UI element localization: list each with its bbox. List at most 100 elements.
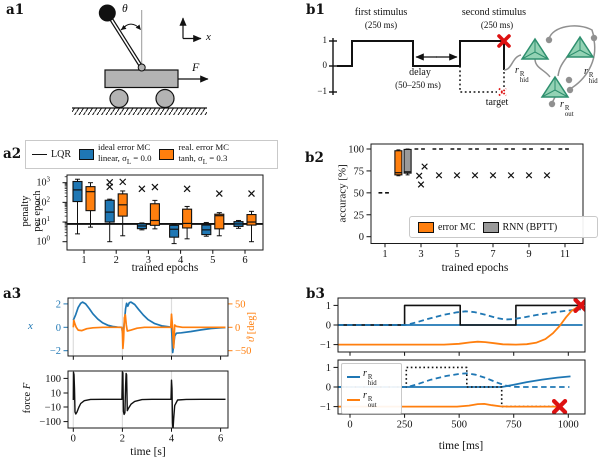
- outlier-x-marker: [183, 185, 191, 193]
- b3-bottom-x-tick-label: 250: [397, 420, 413, 431]
- a2-x-tick-label: 2: [114, 255, 119, 266]
- sigma-sub: L: [126, 157, 132, 166]
- b3-top-ticks: 10−1: [320, 301, 569, 356]
- legend-entry-rnn: RNN (BPTT): [482, 221, 557, 233]
- real-mc-line1: real. error MC: [178, 142, 230, 153]
- box-whisker-glyph: [117, 190, 128, 237]
- b3-top-y-tick-label: 0: [326, 321, 331, 332]
- lqr-label: LQR: [51, 149, 71, 160]
- legend-entry-ideal: ideal error MC linear, σL = 0.0: [79, 142, 151, 166]
- b2-y-tick-label: 50: [354, 188, 365, 199]
- chart-element: [106, 178, 114, 186]
- b2-y-tick-label: 75: [354, 166, 365, 177]
- b3-bottom-r-hid-dashed-curve: [338, 372, 570, 388]
- chart-element: [119, 178, 127, 186]
- panel-label-b2: b2: [305, 150, 324, 166]
- box-body: [104, 199, 115, 223]
- a3-right-tick-label: 50: [235, 299, 246, 310]
- label-base: r: [363, 390, 367, 402]
- rnn-swatch: [482, 221, 499, 233]
- a3-x-tick-label: 6: [218, 434, 223, 445]
- box-body: [394, 150, 403, 176]
- box-body: [72, 180, 83, 203]
- theta-label: θ: [122, 3, 128, 15]
- lqr-line-swatch: [32, 154, 47, 155]
- b2-x-tick-label: 7: [490, 249, 495, 260]
- a2-x-tick-label: 5: [210, 255, 215, 266]
- outlier-x-marker: [453, 172, 461, 179]
- first-stimulus-label: first stimulus: [354, 7, 408, 18]
- a3-x-tick-label: 2: [120, 434, 125, 445]
- b2-y-tick-label: 0: [359, 232, 364, 243]
- outlier-x-marker: [215, 190, 223, 197]
- synapse-dot: [565, 76, 573, 84]
- a2-x-tick-label: 4: [178, 255, 184, 266]
- neuron-triangles: [520, 34, 598, 108]
- outlier-x-marker: [417, 181, 425, 188]
- stimulus-step-trace: [337, 40, 505, 70]
- chart-element: [453, 172, 461, 179]
- force-label: F: [192, 60, 200, 74]
- ideal-mc-label: ideal error MC linear, σL = 0.0: [98, 142, 151, 166]
- a2-x-tick-label: 3: [146, 255, 151, 266]
- chart-element: [507, 172, 515, 179]
- a2-xlabel: trained epochs: [131, 262, 199, 274]
- label-sup: R: [564, 105, 570, 112]
- theta-symbol: ϑ: [245, 336, 257, 342]
- outlier-x-marker: [507, 172, 515, 179]
- target-reached-cross-icon: [551, 399, 568, 414]
- task-schematic: [329, 25, 598, 108]
- box-whisker-glyph: [136, 222, 147, 231]
- a3-state-chart: [72, 298, 226, 356]
- box-body: [169, 224, 180, 238]
- a3-x-curve: [72, 301, 226, 354]
- panel-label-b3: b3: [306, 286, 325, 302]
- outlier-x-marker: [415, 172, 423, 179]
- panel-label-a2: a2: [3, 146, 22, 162]
- real-mc-label: real. error MC tanh, σL = 0.3: [178, 142, 229, 166]
- b3-top-y-tick-label: 1: [326, 301, 331, 312]
- label-sup: R: [519, 71, 525, 78]
- box-whisker-glyph: [104, 198, 115, 243]
- chart-element: [435, 172, 443, 179]
- label-base: r: [584, 66, 588, 77]
- label-sub: hid: [588, 78, 598, 85]
- label-base: r: [515, 65, 519, 76]
- outlier-x-marker: [106, 178, 114, 186]
- real-mc-line2b: = 0.3: [207, 153, 228, 164]
- pendulum-mass: [98, 4, 116, 22]
- outlier-x-marker: [138, 185, 146, 193]
- label-sup: R: [588, 72, 594, 79]
- a3-right-tick-label: 0: [235, 323, 240, 334]
- error-mc-label: error MC: [438, 221, 476, 233]
- chart-element: [417, 181, 425, 188]
- first-stimulus-duration: (250 ms): [364, 20, 398, 30]
- box-whisker-glyph: [182, 205, 193, 240]
- chart-element: [471, 172, 479, 179]
- pivot: [137, 63, 146, 72]
- box-body: [403, 148, 412, 174]
- b3-bottom-axes-frame: [337, 359, 586, 415]
- box-body: [246, 214, 257, 226]
- a3-xlabel: time [s]: [130, 446, 166, 458]
- a3-ylabel-x: x: [28, 320, 33, 332]
- a3-ylabel-theta: ϑ [deg]: [246, 300, 258, 354]
- a3-theta-curve: [72, 313, 226, 350]
- hidden-neuron-2-icon: [565, 35, 595, 58]
- outlier-x-marker: [471, 172, 479, 179]
- a2-ylabel: penalty per epoch: [20, 171, 44, 251]
- outlier-x-marker: [248, 190, 255, 197]
- box-body: [149, 203, 160, 226]
- panel-label-a1: a1: [6, 2, 25, 18]
- box-body: [214, 213, 225, 230]
- synapse-dot: [545, 36, 553, 44]
- outlier-x-marker: [525, 172, 533, 179]
- box-whisker-glyph: [72, 178, 83, 235]
